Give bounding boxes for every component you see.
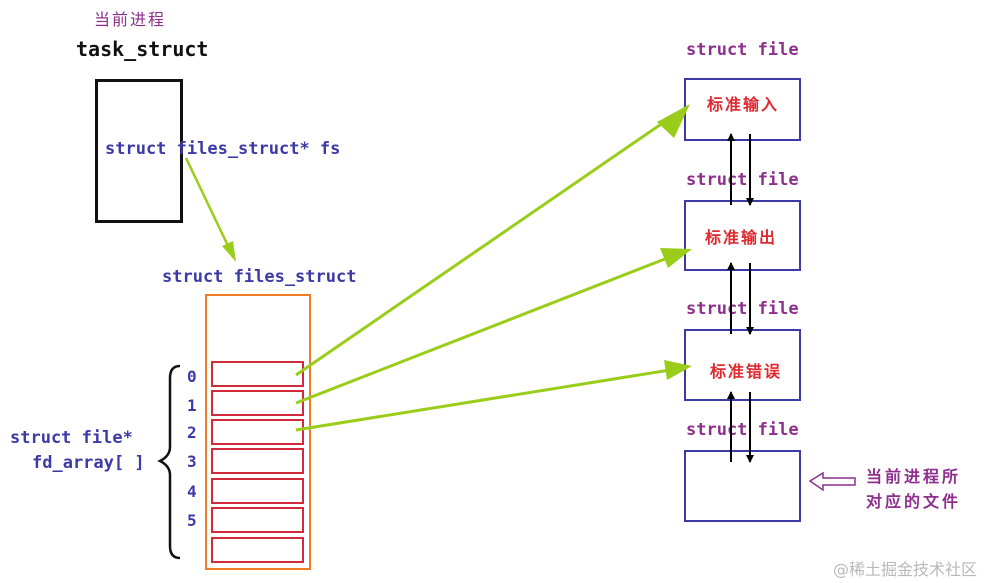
fd-index-2: 2 xyxy=(187,423,197,442)
fd0-pointer-arrowhead xyxy=(657,104,690,138)
fd-cell-0 xyxy=(211,361,304,387)
fd0-pointer-line xyxy=(295,116,671,377)
fd-array-type-label: struct file* xyxy=(10,428,133,448)
fs-pointer-arrowhead xyxy=(222,241,236,262)
fd-cell-5 xyxy=(211,507,304,533)
file-stdout-text: 标准输出 xyxy=(705,228,778,247)
fd-array-brace xyxy=(157,364,181,560)
fd-cell-6 xyxy=(211,537,304,563)
fd-index-1: 1 xyxy=(187,396,197,415)
fs-pointer-arrow xyxy=(184,157,232,251)
fd2-pointer-line xyxy=(295,368,671,432)
files-struct-pointer-field: struct files_struct* fs xyxy=(105,139,341,159)
fd-cell-3 xyxy=(211,448,304,474)
file-stdin-text: 标准输入 xyxy=(707,95,780,114)
struct-file-label-1: struct file xyxy=(686,40,799,60)
watermark: @稀土掘金技术社区 xyxy=(833,560,978,579)
current-files-label-line1: 当前进程所 xyxy=(866,467,962,486)
fd-cell-1 xyxy=(211,390,304,416)
task-struct-title: task_struct xyxy=(76,37,209,61)
current-process-label: 当前进程 xyxy=(94,10,167,29)
fd-array-name-label: fd_array[ ] xyxy=(32,453,145,473)
file-box-current xyxy=(684,450,801,522)
file-box-stdout xyxy=(684,200,801,271)
fd-index-3: 3 xyxy=(187,452,197,471)
files-struct-label: struct files_struct xyxy=(162,267,357,287)
fd-cell-4 xyxy=(211,478,304,504)
files-struct-box xyxy=(205,294,311,570)
current-files-label-line2: 对应的文件 xyxy=(866,492,962,511)
struct-file-label-3: struct file xyxy=(686,299,799,319)
struct-file-label-4: struct file xyxy=(686,420,799,440)
fd1-pointer-line xyxy=(295,255,671,405)
fd-cell-2 xyxy=(211,419,304,445)
fd1-pointer-arrowhead xyxy=(660,248,692,268)
fd-index-4: 4 xyxy=(187,482,197,501)
fd2-pointer-arrowhead xyxy=(664,360,692,380)
file-stderr-text: 标准错误 xyxy=(710,362,783,381)
fd-index-5: 5 xyxy=(187,511,197,530)
struct-file-label-2: struct file xyxy=(686,170,799,190)
task-struct-box xyxy=(95,79,183,223)
current-file-pointer-arrow xyxy=(808,471,856,492)
fd-index-0: 0 xyxy=(187,367,197,386)
